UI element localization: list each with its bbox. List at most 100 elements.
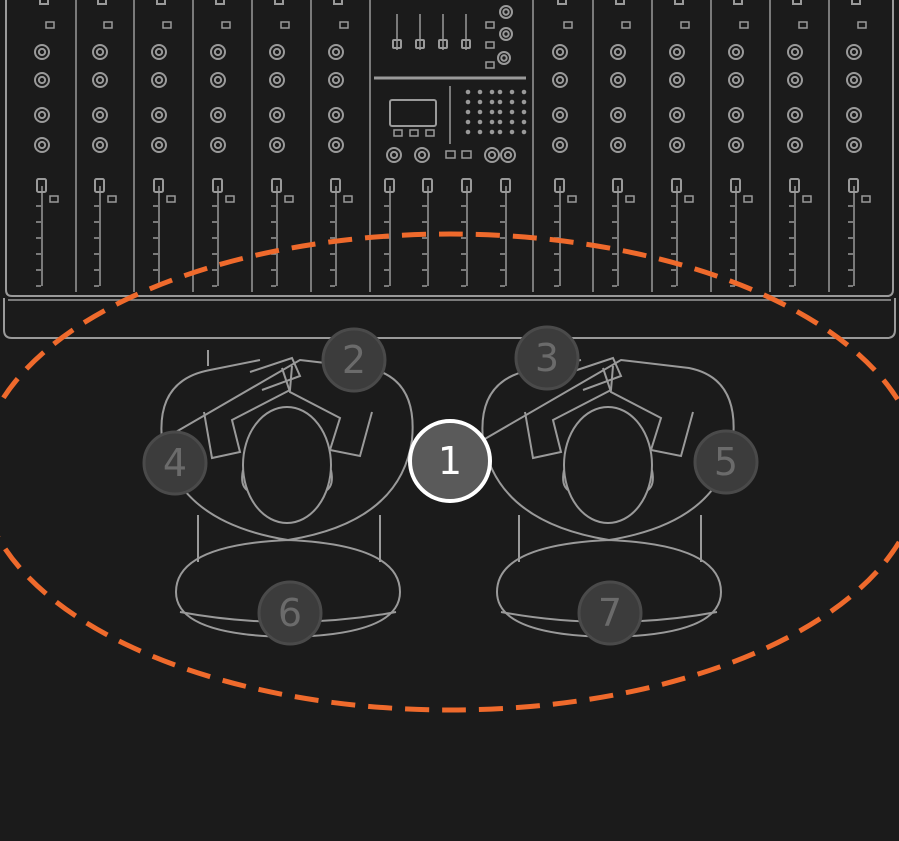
- display-button: [425, 129, 435, 137]
- matrix-dot: [477, 99, 483, 105]
- knob-icon: [669, 137, 685, 153]
- matrix-dot: [489, 109, 495, 115]
- right-arm: [281, 367, 373, 458]
- strip-button: [739, 21, 749, 29]
- knob-icon: [269, 44, 285, 60]
- hotspot-pin-2-circle: [321, 327, 387, 393]
- matrix-dot: [521, 99, 527, 105]
- fader-knob: [330, 178, 341, 193]
- strip-button: [567, 195, 577, 203]
- knob-icon: [610, 72, 626, 88]
- knob-cap: [555, 75, 565, 85]
- knob-icon: [210, 137, 226, 153]
- master-fader-knob: [415, 39, 425, 49]
- knob-cap: [613, 47, 623, 57]
- channel-strip: [269, 0, 294, 287]
- knob-cap: [849, 75, 859, 85]
- knob-cap: [487, 150, 497, 160]
- knob-icon: [92, 137, 108, 153]
- hotspot-pin-7[interactable]: 7: [577, 580, 643, 646]
- knob-icon: [552, 72, 568, 88]
- knob-cap: [331, 47, 341, 57]
- knob-cap: [613, 140, 623, 150]
- hotspot-pin-1-circle: [408, 419, 492, 503]
- display-screen: [389, 99, 437, 127]
- channel-strip: [610, 0, 635, 287]
- matrix-dot: [489, 119, 495, 125]
- knob-icon: [787, 72, 803, 88]
- hotspot-pin-1[interactable]: 1: [408, 419, 492, 503]
- console-body: [5, 0, 894, 297]
- knob-icon: [210, 44, 226, 60]
- strip-button: [45, 21, 55, 29]
- strip-button: [339, 21, 349, 29]
- torso: [160, 358, 414, 542]
- fader-knob: [271, 178, 282, 193]
- mixing-console-icon: [3, 0, 896, 339]
- fader-knob: [612, 178, 623, 193]
- knob-cap: [672, 110, 682, 120]
- knob-cap: [731, 140, 741, 150]
- knob-icon: [484, 147, 500, 163]
- channel-strip: [210, 0, 235, 287]
- matrix-dot: [489, 99, 495, 105]
- strip-button: [156, 0, 166, 5]
- knob-cap: [331, 75, 341, 85]
- knob-icon: [92, 44, 108, 60]
- knob-cap: [613, 110, 623, 120]
- strip-button: [798, 21, 808, 29]
- hotspot-pin-7-label: 7: [598, 591, 622, 635]
- channel-strip: [328, 0, 353, 287]
- channel-strip: [92, 0, 117, 287]
- hotspot-pin-3-label: 3: [535, 336, 559, 380]
- hotspot-pin-2[interactable]: 2: [321, 327, 387, 393]
- knob-cap: [503, 150, 513, 160]
- knob-icon: [499, 27, 513, 41]
- knob-icon: [846, 137, 862, 153]
- hotspot-pin-1-label: 1: [438, 439, 462, 483]
- head: [563, 406, 653, 524]
- strip-button: [743, 195, 753, 203]
- hotspot-pin-5[interactable]: 5: [693, 429, 759, 495]
- matrix-dot: [477, 119, 483, 125]
- knob-icon: [846, 107, 862, 123]
- fader-knob: [422, 178, 433, 193]
- channel-strip: [846, 0, 871, 287]
- knob-cap: [849, 110, 859, 120]
- matrix-dot: [521, 89, 527, 95]
- hotspot-pin-3[interactable]: 3: [514, 325, 580, 391]
- left-arm: [524, 365, 614, 460]
- matrix-dot: [489, 89, 495, 95]
- strip-button: [680, 21, 690, 29]
- matrix-dot: [497, 89, 503, 95]
- knob-icon: [728, 107, 744, 123]
- knob-cap: [272, 47, 282, 57]
- knob-cap: [502, 30, 510, 38]
- matrix-dot: [465, 89, 471, 95]
- hotspot-pin-7-circle: [577, 580, 643, 646]
- hotspot-pin-4[interactable]: 4: [142, 430, 208, 496]
- strip-button: [674, 0, 684, 5]
- strip-button: [280, 21, 290, 29]
- hands: [249, 356, 302, 391]
- knob-cap: [154, 110, 164, 120]
- strip-button: [103, 21, 113, 29]
- knob-cap: [849, 47, 859, 57]
- ear: [562, 469, 569, 491]
- knob-cap: [849, 140, 859, 150]
- hotspot-pin-3-circle: [514, 325, 580, 391]
- knob-cap: [331, 110, 341, 120]
- fader-knob: [848, 178, 859, 193]
- hotspot-pin-6[interactable]: 6: [257, 580, 323, 646]
- strip-button: [215, 0, 225, 5]
- knob-icon: [669, 72, 685, 88]
- master-button: [485, 41, 495, 49]
- knob-icon: [92, 107, 108, 123]
- matrix-dot: [489, 129, 495, 135]
- matrix-dot: [509, 99, 515, 105]
- strip-button: [851, 0, 861, 5]
- knob-icon: [269, 72, 285, 88]
- matrix-dot: [521, 119, 527, 125]
- master-fader-knob: [438, 39, 448, 49]
